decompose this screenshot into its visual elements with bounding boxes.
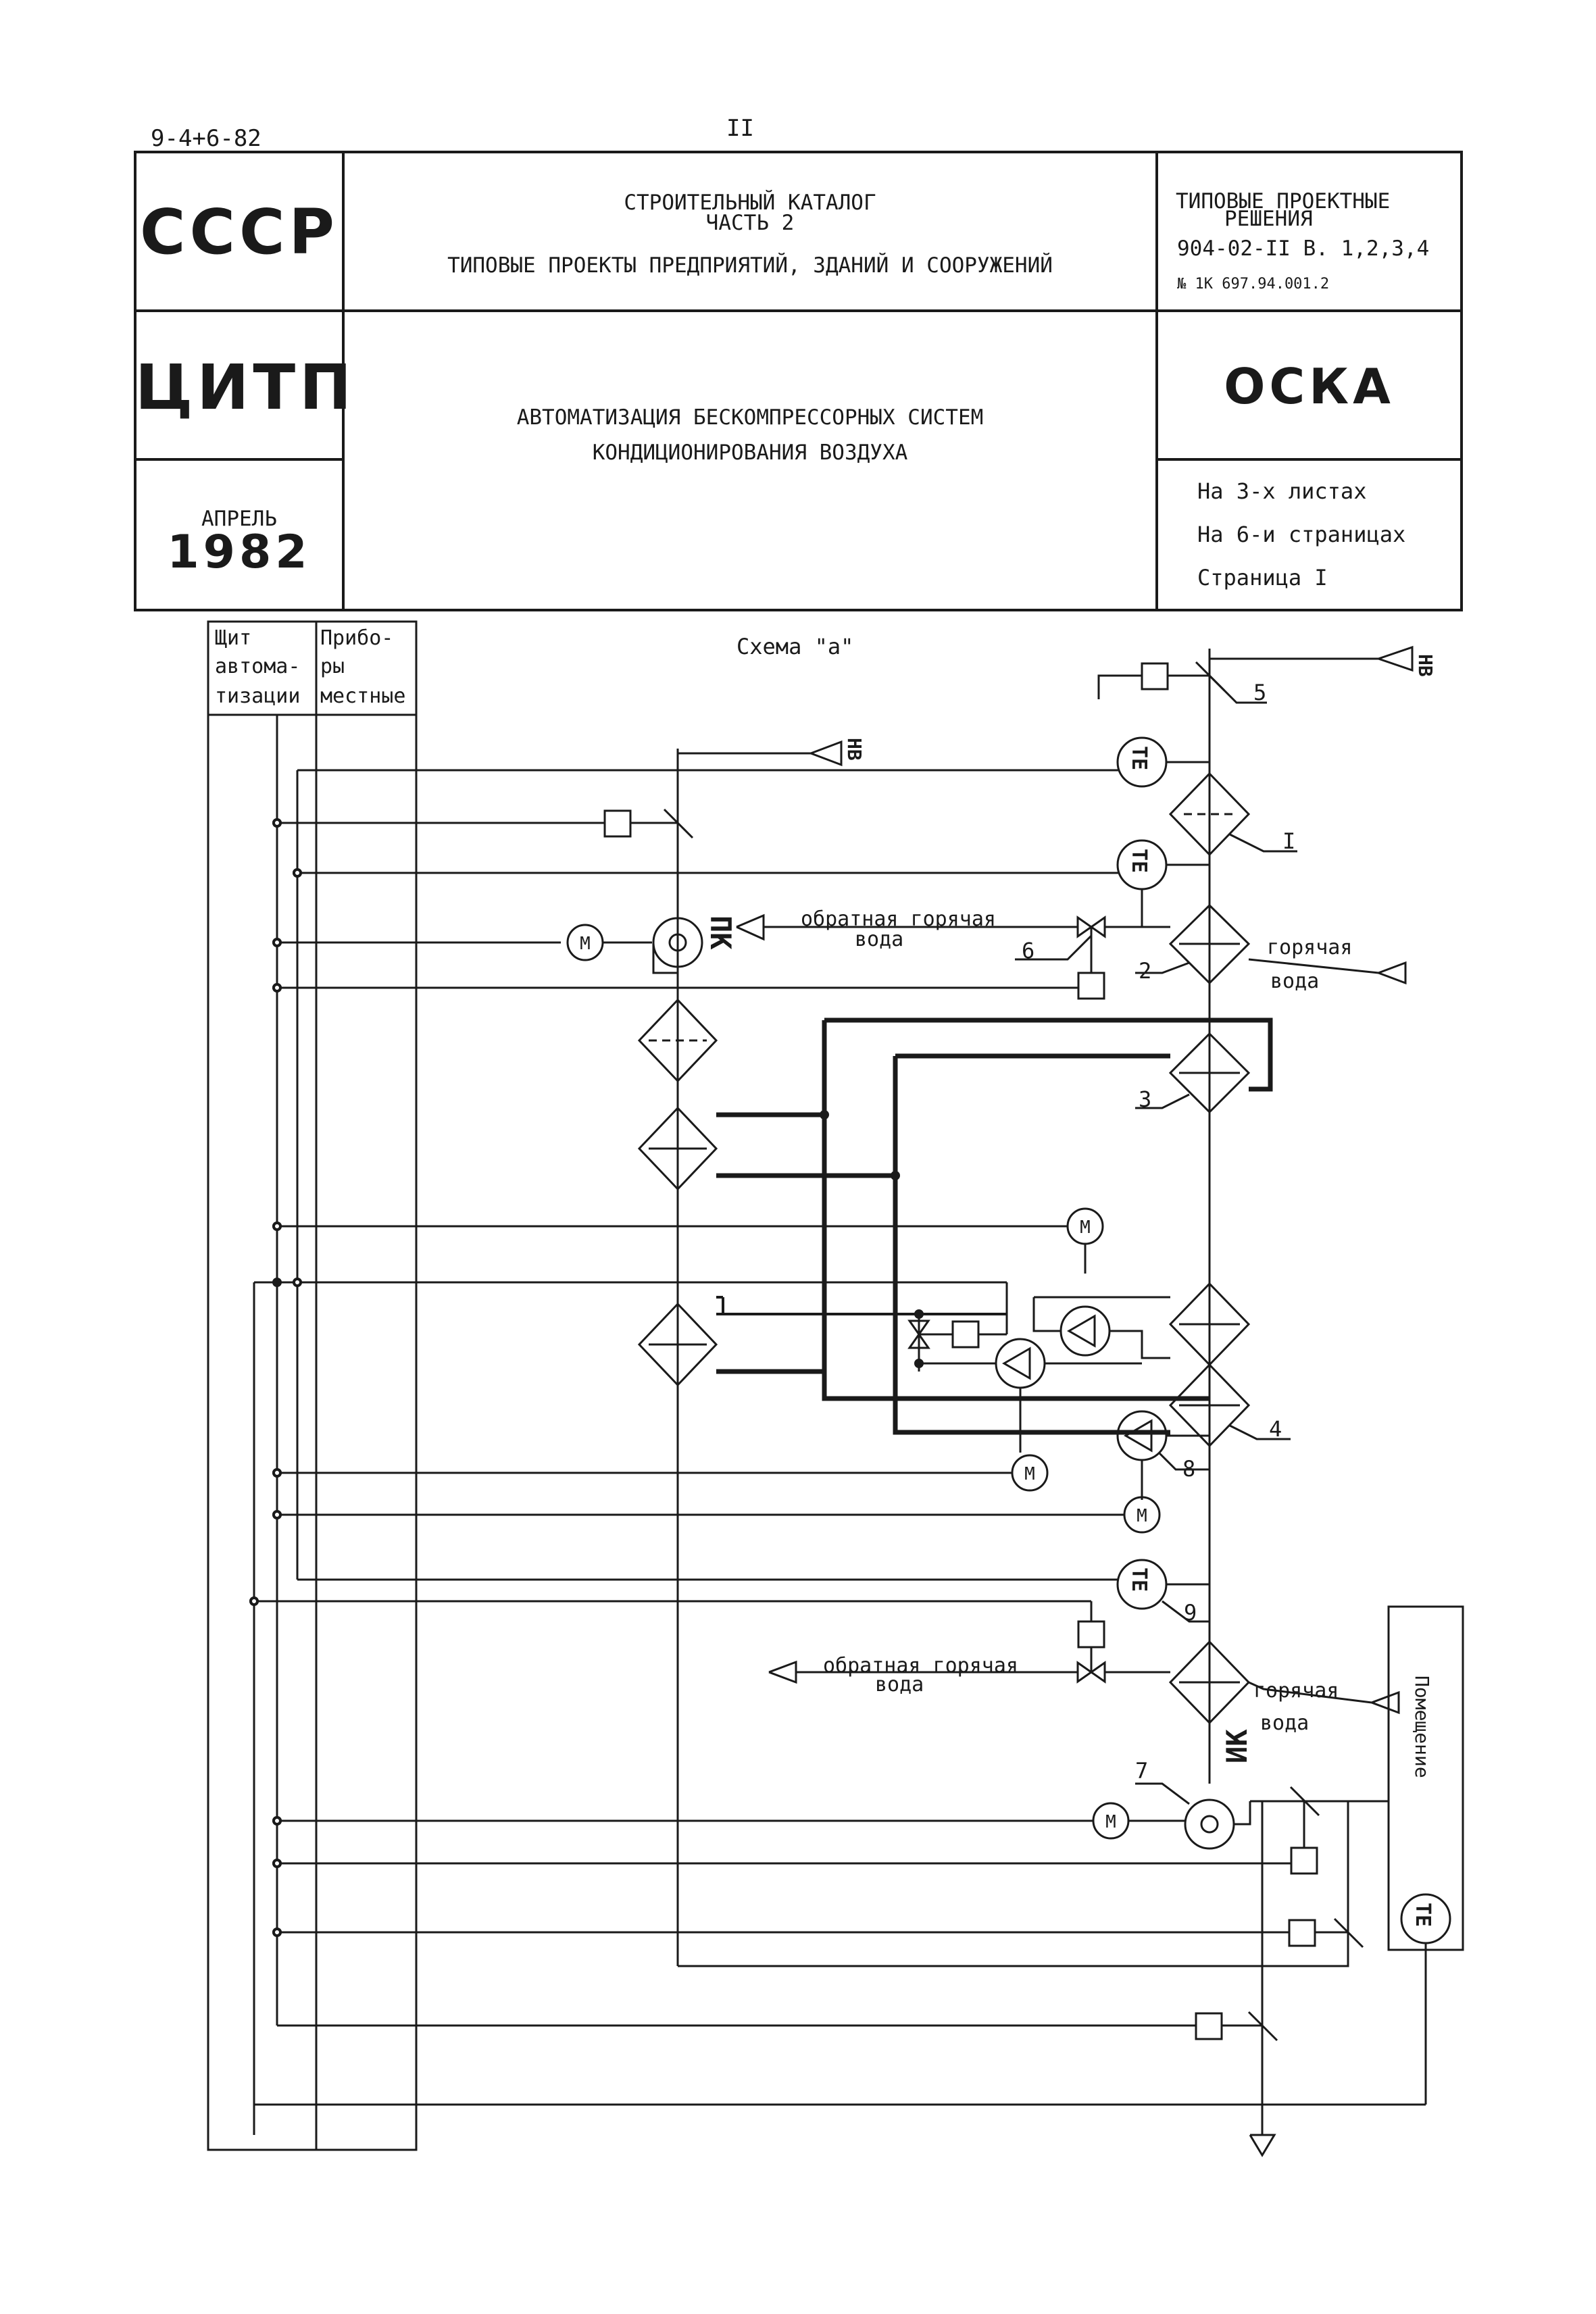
col-panel-1: Щит	[215, 626, 251, 650]
pos-2: 2	[1139, 958, 1151, 984]
m-label-3: М	[1024, 1464, 1035, 1484]
columns-frame	[207, 620, 418, 2151]
col-local-1: Прибо-	[320, 626, 393, 650]
return-hot-water-top-2: вода	[855, 928, 903, 951]
nv-label-left: НВ	[843, 738, 866, 761]
pos-7: 7	[1135, 1758, 1148, 1784]
col-panel-3: тизации	[215, 684, 300, 708]
pos-3: 3	[1139, 1086, 1151, 1112]
typical-solutions-2: РЕШЕНИЯ	[1224, 207, 1313, 231]
catalog-part: ЧАСТЬ 2	[705, 211, 795, 235]
return-hot-water-bottom-2: вода	[875, 1673, 924, 1696]
return-hot-water-top-1: обратная горячая	[801, 907, 996, 931]
hot-water-top-2: вода	[1270, 970, 1319, 993]
col-local-3: местные	[320, 684, 405, 708]
m-label-5: М	[1105, 1812, 1116, 1832]
pos-5: 5	[1253, 680, 1266, 705]
m-label-4: М	[1137, 1506, 1147, 1526]
project-code: 904-02-II В. 1,2,3,4	[1177, 236, 1430, 261]
pos-4: 4	[1269, 1416, 1282, 1442]
hot-water-bottom-1: горячая	[1253, 1679, 1339, 1703]
col-local-2: ры	[320, 655, 345, 678]
hot-water-bottom-2: вода	[1260, 1711, 1309, 1735]
scheme-title: Схема "а"	[737, 634, 853, 659]
pos-9: 9	[1184, 1600, 1197, 1626]
return-hot-water-bottom-1: обратная горячая	[823, 1654, 1018, 1678]
room-label: Помещение	[1411, 1676, 1433, 1778]
title-block-frame	[134, 151, 1463, 611]
doc-title-2: КОНДИЦИОНИРОВАНИЯ ВОЗДУХА	[592, 441, 908, 465]
m-label-2: М	[1080, 1217, 1091, 1238]
typical-solutions-1: ТИПОВЫЕ ПРОЕКТНЫЕ	[1176, 189, 1391, 213]
org-label: ЦИТП	[135, 351, 356, 424]
pos-6: 6	[1022, 938, 1034, 963]
page-label: Страница I	[1197, 565, 1328, 590]
te-label-room: ТЕ	[1411, 1903, 1435, 1927]
year-label: 1982	[167, 526, 311, 579]
ik-label: ИК	[1220, 1729, 1253, 1763]
registration-number: № 1К 697.94.001.2	[1177, 276, 1330, 293]
te-label-3: ТЕ	[1127, 1567, 1151, 1592]
doc-title-1: АВТОМАТИЗАЦИЯ БЕСКОМПРЕССОРНЫХ СИСТЕМ	[516, 405, 984, 430]
col-panel-2: автома-	[215, 655, 300, 678]
te-label-1: ТЕ	[1127, 746, 1151, 770]
m-label-1: М	[580, 934, 591, 954]
catalog-title: СТРОИТЕЛЬНЫЙ КАТАЛОГ	[624, 191, 876, 215]
pos-8: 8	[1182, 1456, 1195, 1482]
document-code: 9-4+6-82	[151, 125, 261, 152]
pages-count: На 6-и страницах	[1197, 522, 1406, 547]
ussr-label: СССР	[140, 196, 339, 268]
te-label-2: ТЕ	[1127, 849, 1151, 873]
page-number: II	[726, 115, 754, 142]
sheets-count: На 3-х листах	[1197, 478, 1367, 504]
code-label: ОСКА	[1224, 358, 1395, 415]
catalog-subtitle: ТИПОВЫЕ ПРОЕКТЫ ПРЕДПРИЯТИЙ, ЗДАНИЙ И СО…	[447, 253, 1053, 278]
room-box	[1387, 1605, 1464, 1951]
nv-label-top: НВ	[1414, 654, 1437, 677]
pk-label: ПК	[704, 915, 737, 950]
month-label: АПРЕЛЬ	[201, 507, 277, 531]
pos-1: I	[1282, 828, 1295, 854]
hot-water-top-1: горячая	[1267, 936, 1352, 959]
